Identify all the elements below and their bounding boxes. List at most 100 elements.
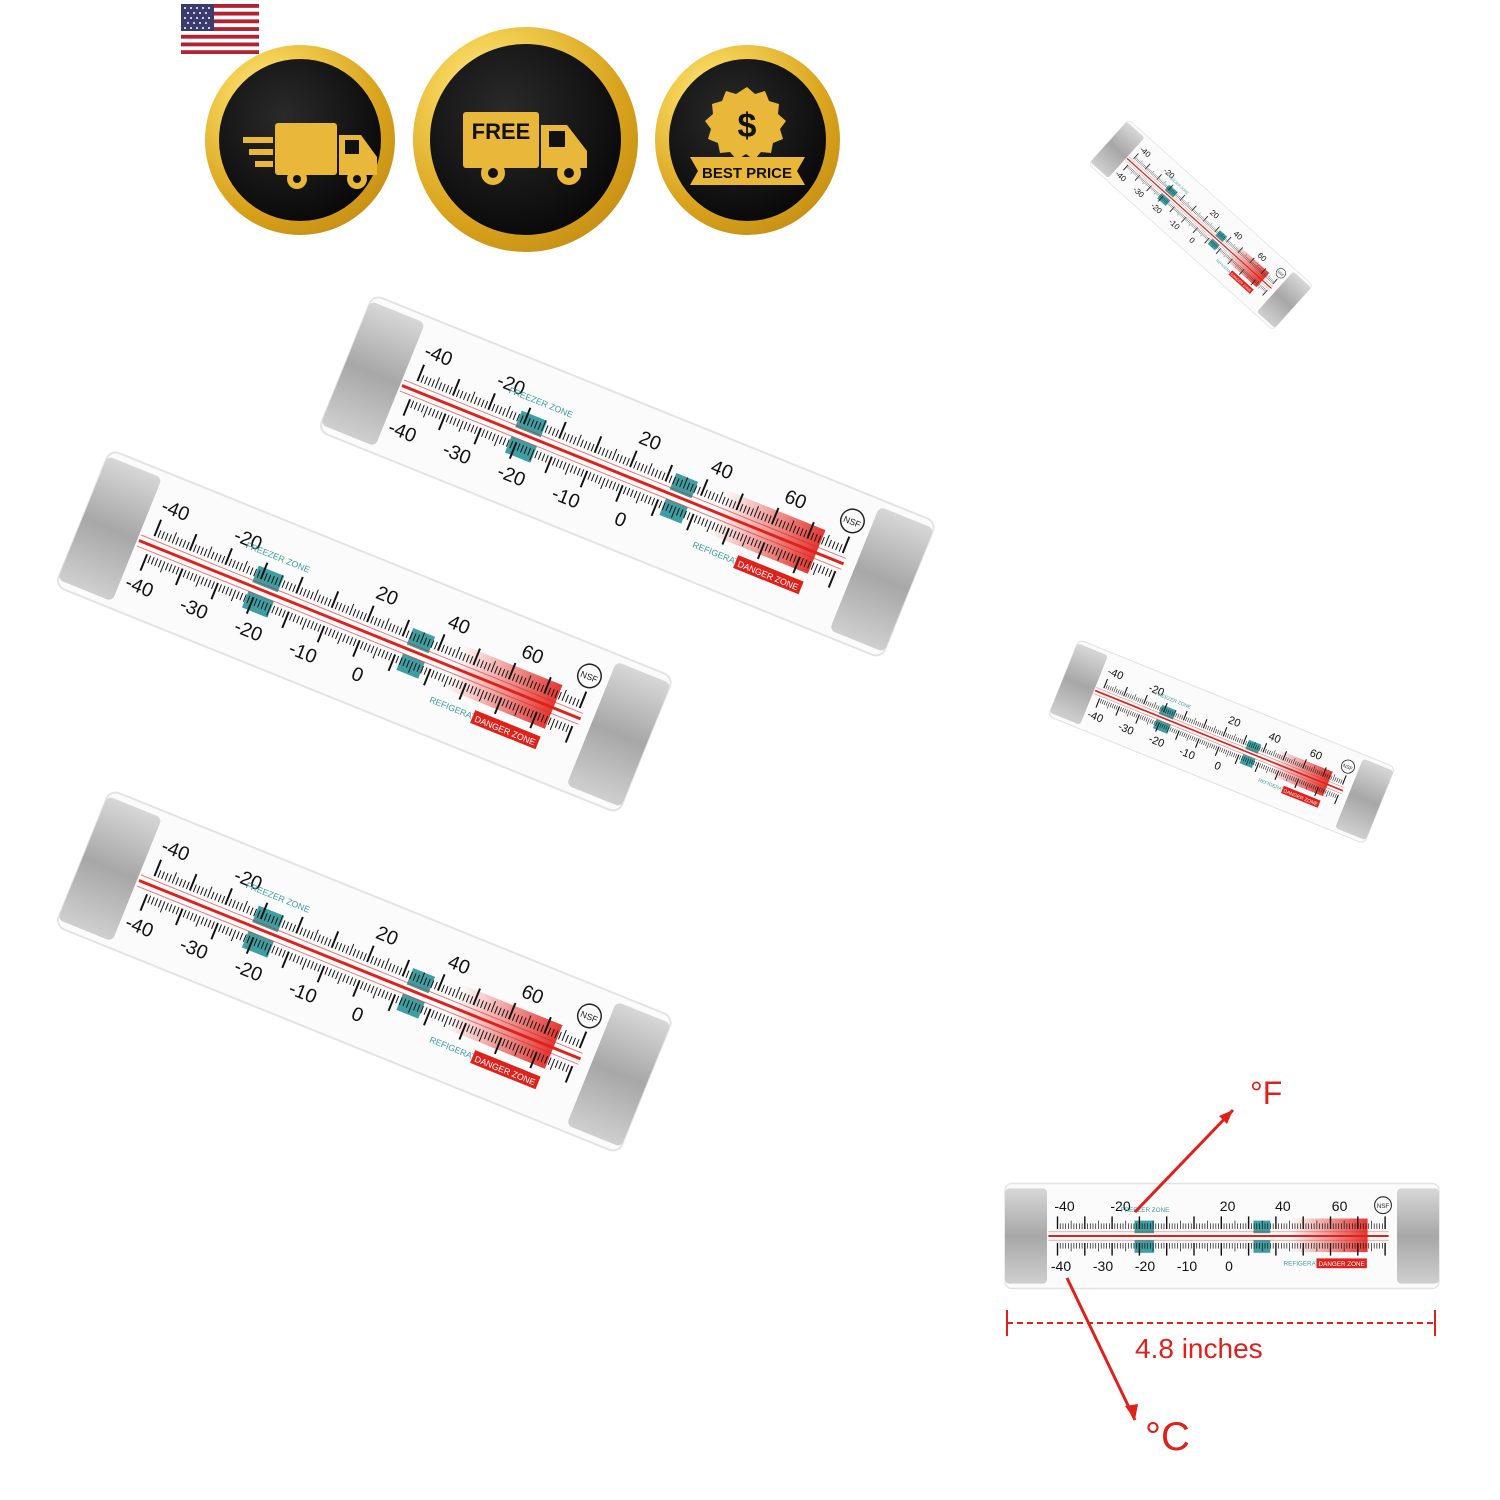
- celsius-tick: [147, 895, 152, 904]
- celsius-tick: [1240, 268, 1244, 271]
- fahrenheit-tick: [1154, 175, 1157, 178]
- danger-zone-box: [1316, 1258, 1367, 1269]
- fahrenheit-tick: [1133, 153, 1139, 160]
- celsius-tick: [203, 578, 208, 587]
- fahrenheit-tick: [572, 1037, 576, 1046]
- fahrenheit-tick: [256, 570, 261, 578]
- celsius-tick: [1233, 261, 1237, 265]
- celsius-tick: [1197, 229, 1201, 233]
- celsius-tick: [1225, 254, 1229, 258]
- celsius-tick: [427, 407, 432, 416]
- fahrenheit-tick: [1316, 769, 1319, 775]
- celsius-tick: [1191, 736, 1194, 741]
- fahrenheit-label: 20: [1220, 1198, 1236, 1214]
- fahrenheit-tick: [171, 532, 178, 544]
- celsius-tick: [552, 457, 556, 466]
- left-steel-cap: [59, 457, 161, 600]
- celsius-tick: [600, 477, 606, 490]
- fahrenheit-tick: [1169, 710, 1172, 715]
- fahrenheit-tick: [569, 435, 574, 443]
- fahrenheit-tick: [462, 653, 467, 661]
- celsius-tick: [541, 453, 546, 462]
- fahrenheit-tick: [182, 540, 187, 548]
- celsius-tick: [697, 516, 702, 525]
- fahrenheit-tick: [1306, 765, 1309, 771]
- fahrenheit-tick: [1140, 162, 1143, 166]
- freezer-zone-mark: [252, 565, 285, 593]
- fahrenheit-label: -20: [1110, 1198, 1130, 1214]
- celsius-tick: [1153, 190, 1158, 195]
- right-steel-cap: [568, 663, 670, 806]
- fahrenheit-tick: [1246, 741, 1249, 747]
- celsius-tick: [1248, 275, 1252, 278]
- fahrenheit-tick: [1136, 159, 1140, 163]
- celsius-tick: [370, 985, 375, 994]
- celsius-tick: [1209, 743, 1212, 748]
- fahrenheit-tick: [1142, 164, 1146, 168]
- fahrenheit-tick: [317, 934, 321, 943]
- fahrenheit-tick: [1165, 185, 1169, 189]
- fahrenheit-tick: [522, 677, 527, 686]
- celsius-tick: [1175, 730, 1180, 740]
- fahrenheit-tick: [476, 998, 481, 1007]
- fahrenheit-tick: [423, 637, 428, 646]
- celsius-tick: [715, 523, 719, 532]
- celsius-tick: [1144, 181, 1147, 185]
- fahrenheit-tick: [153, 859, 162, 877]
- celsius-tick: [266, 944, 272, 956]
- celsius-tick: [1177, 211, 1181, 216]
- celsius-tick: [1146, 718, 1150, 725]
- celsius-tick: [579, 470, 589, 488]
- celsius-tick: [363, 642, 368, 651]
- fahrenheit-tick: [700, 478, 709, 497]
- celsius-tick: [1175, 209, 1179, 213]
- celsius-tick: [175, 567, 180, 575]
- celsius-tick: [676, 507, 680, 516]
- celsius-tick: [824, 568, 829, 576]
- fahrenheit-tick: [554, 1030, 559, 1039]
- celsius-tick: [1134, 174, 1141, 181]
- fahrenheit-tick: [522, 1017, 527, 1026]
- celsius-tick: [549, 718, 556, 731]
- fahrenheit-tick: [565, 694, 569, 703]
- fahrenheit-label: 40: [1267, 731, 1283, 747]
- fahrenheit-tick: [469, 656, 474, 664]
- celsius-tick: [172, 905, 176, 914]
- celsius-tick: [505, 700, 510, 708]
- celsius-tick: [448, 1017, 453, 1025]
- fahrenheit-tick: [629, 450, 638, 468]
- fahrenheit-tick: [405, 630, 410, 638]
- celsius-tick: [792, 555, 797, 563]
- celsius-tick: [1324, 789, 1327, 795]
- celsius-tick: [1330, 792, 1333, 797]
- fahrenheit-tick: [246, 565, 250, 574]
- fahrenheit-tick: [611, 448, 618, 461]
- fahrenheit-tick: [153, 519, 162, 537]
- celsius-tick: [1211, 241, 1215, 245]
- fahrenheit-tick: [536, 1023, 541, 1031]
- fahrenheit-tick: [721, 496, 726, 505]
- fahrenheit-tick: [1115, 688, 1118, 694]
- celsius-tick: [605, 479, 610, 487]
- celsius-tick: [1131, 711, 1134, 717]
- fahrenheit-tick: [309, 931, 314, 940]
- fahrenheit-tick: [288, 923, 293, 931]
- fahrenheit-tick: [636, 462, 641, 471]
- fahrenheit-label: -20: [1147, 682, 1166, 699]
- fahrenheit-tick: [1300, 763, 1303, 768]
- celsius-tick: [1264, 765, 1268, 771]
- fahrenheit-tick: [285, 921, 289, 930]
- fahrenheit-tick: [1208, 726, 1212, 731]
- celsius-tick: [449, 416, 454, 424]
- celsius-label: -20: [1147, 733, 1166, 750]
- fahrenheit-tick: [501, 668, 506, 677]
- celsius-tick: [211, 581, 215, 589]
- fahrenheit-tick: [419, 632, 426, 644]
- fahrenheit-tick: [465, 654, 470, 663]
- fahrenheit-tick: [1150, 170, 1155, 175]
- celsius-tick: [1244, 271, 1247, 274]
- celsius-tick: [1203, 740, 1206, 746]
- fahrenheit-tick: [587, 442, 591, 451]
- fahrenheit-tick: [338, 943, 343, 951]
- celsius-tick: [1181, 731, 1184, 737]
